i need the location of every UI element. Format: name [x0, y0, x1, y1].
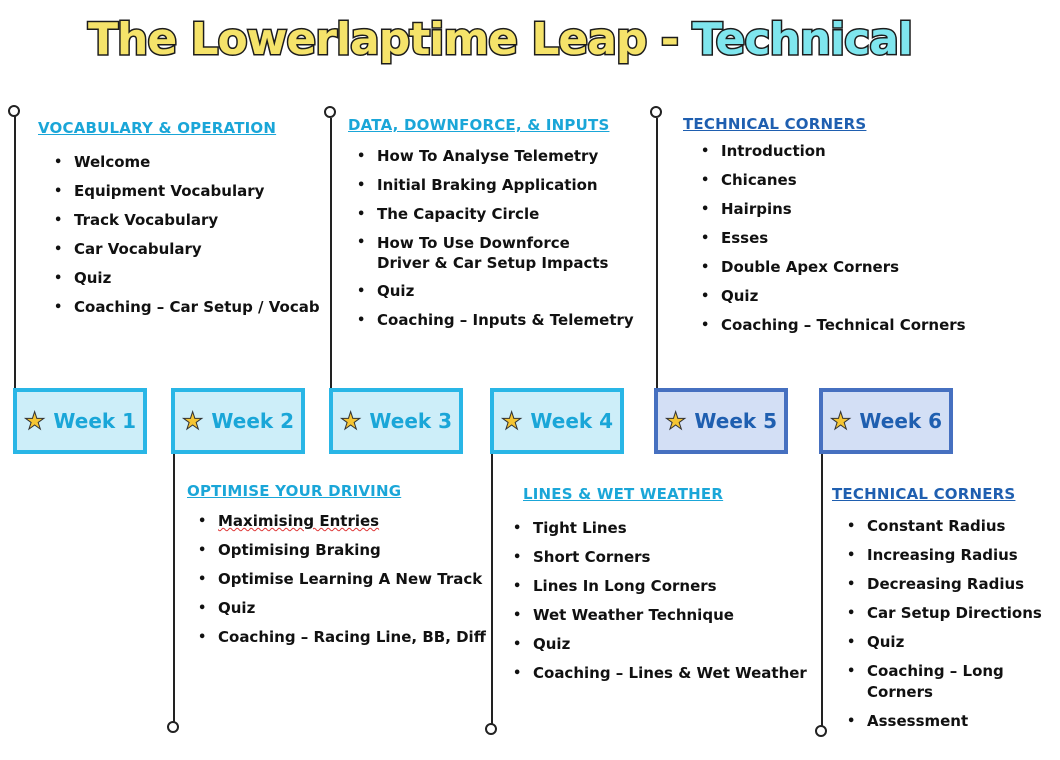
week-box-4: ★ Week 4: [490, 388, 624, 454]
list-item: Wet Weather Technique: [511, 605, 807, 626]
list-item: The Capacity Circle: [355, 204, 634, 225]
star-icon: ★: [339, 407, 362, 435]
list-item: Equipment Vocabulary: [52, 181, 320, 202]
list-item: Quiz: [511, 634, 807, 655]
list-item: Quiz: [196, 598, 486, 619]
list-item: Welcome: [52, 152, 320, 173]
list-item: How To Analyse Telemetry: [355, 146, 634, 167]
timeline-line-week4: [491, 454, 493, 724]
list-item: Quiz: [699, 286, 966, 307]
list-item: Introduction: [699, 141, 966, 162]
list-item: Coaching – Inputs & Telemetry: [355, 310, 634, 331]
timeline-node-week5: [650, 106, 662, 118]
week-box-2: ★ Week 2: [171, 388, 305, 454]
week-label: Week 4: [530, 409, 614, 433]
list-item: Quiz: [845, 632, 1060, 653]
week-box-3: ★ Week 3: [329, 388, 463, 454]
week-label: Week 5: [694, 409, 778, 433]
list-item: Initial Braking Application: [355, 175, 634, 196]
list-item: How To Use Downforce Driver & Car Setup …: [355, 233, 634, 273]
timeline-node-week4: [485, 723, 497, 735]
star-icon: ★: [664, 407, 687, 435]
week-box-5: ★ Week 5: [654, 388, 788, 454]
section-heading-week1: VOCABULARY & OPERATION: [38, 119, 277, 137]
list-item: Tight Lines: [511, 518, 807, 539]
week-label: Week 3: [369, 409, 453, 433]
list-item-text: Maximising Entries: [218, 512, 380, 530]
section-heading-week6: TECHNICAL CORNERS: [832, 485, 1016, 503]
list-item: Optimising Braking: [196, 540, 486, 561]
timeline-line-week3: [330, 118, 332, 390]
timeline-line-week2: [173, 454, 175, 722]
list-item: Lines In Long Corners: [511, 576, 807, 597]
week-box-6: ★ Week 6: [819, 388, 953, 454]
list-item: Quiz: [355, 281, 634, 302]
week-label: Week 2: [211, 409, 295, 433]
list-item: Optimise Learning A New Track: [196, 569, 486, 590]
list-item: Hairpins: [699, 199, 966, 220]
timeline-node-week1: [8, 105, 20, 117]
star-icon: ★: [181, 407, 204, 435]
list-item: Increasing Radius: [845, 545, 1060, 566]
list-item: Coaching – Long Corners: [845, 661, 1060, 703]
star-icon: ★: [829, 407, 852, 435]
week-box-1: ★ Week 1: [13, 388, 147, 454]
list-item: Coaching – Car Setup / Vocab: [52, 297, 320, 318]
list-item: Coaching – Lines & Wet Weather: [511, 663, 807, 684]
list-item: Double Apex Corners: [699, 257, 966, 278]
list-item: Short Corners: [511, 547, 807, 568]
star-icon: ★: [500, 407, 523, 435]
week-label: Week 6: [859, 409, 943, 433]
topic-list-week4: Tight Lines Short Corners Lines In Long …: [511, 518, 807, 692]
section-heading-week4: LINES & WET WEATHER: [523, 485, 724, 503]
section-heading-week2: OPTIMISE YOUR DRIVING: [187, 482, 402, 500]
timeline-node-week3: [324, 106, 336, 118]
week-label: Week 1: [53, 409, 137, 433]
list-item: Car Vocabulary: [52, 239, 320, 260]
list-item: Esses: [699, 228, 966, 249]
timeline-line-week6: [821, 454, 823, 726]
list-item: Track Vocabulary: [52, 210, 320, 231]
list-item: Coaching – Racing Line, BB, Diff: [196, 627, 486, 648]
section-heading-week3: DATA, DOWNFORCE, & INPUTS: [348, 116, 610, 134]
section-heading-week5: TECHNICAL CORNERS: [683, 115, 867, 133]
topic-list-week2: Maximising Entries Optimising Braking Op…: [196, 511, 486, 656]
timeline-node-week2: [167, 721, 179, 733]
timeline-line-week5: [656, 118, 658, 390]
page-title: The Lowerlaptime Leap - Technical: [0, 13, 1000, 67]
topic-list-week3: How To Analyse Telemetry Initial Braking…: [355, 146, 634, 339]
topic-list-week6: Constant Radius Increasing Radius Decrea…: [845, 516, 1060, 740]
topic-list-week1: Welcome Equipment Vocabulary Track Vocab…: [52, 152, 320, 326]
list-item: Decreasing Radius: [845, 574, 1060, 595]
title-main: The Lowerlaptime Leap -: [86, 13, 693, 67]
list-item: Car Setup Directions: [845, 603, 1060, 624]
list-item: Maximising Entries: [196, 511, 486, 532]
list-item: Constant Radius: [845, 516, 1060, 537]
list-item: Coaching – Technical Corners: [699, 315, 966, 336]
star-icon: ★: [23, 407, 46, 435]
title-accent: Technical: [691, 13, 915, 67]
list-item: Chicanes: [699, 170, 966, 191]
timeline-line-week1: [14, 116, 16, 388]
timeline-node-week6: [815, 725, 827, 737]
list-item: Assessment: [845, 711, 1060, 732]
topic-list-week5: Introduction Chicanes Hairpins Esses Dou…: [699, 141, 966, 344]
list-item: Quiz: [52, 268, 320, 289]
